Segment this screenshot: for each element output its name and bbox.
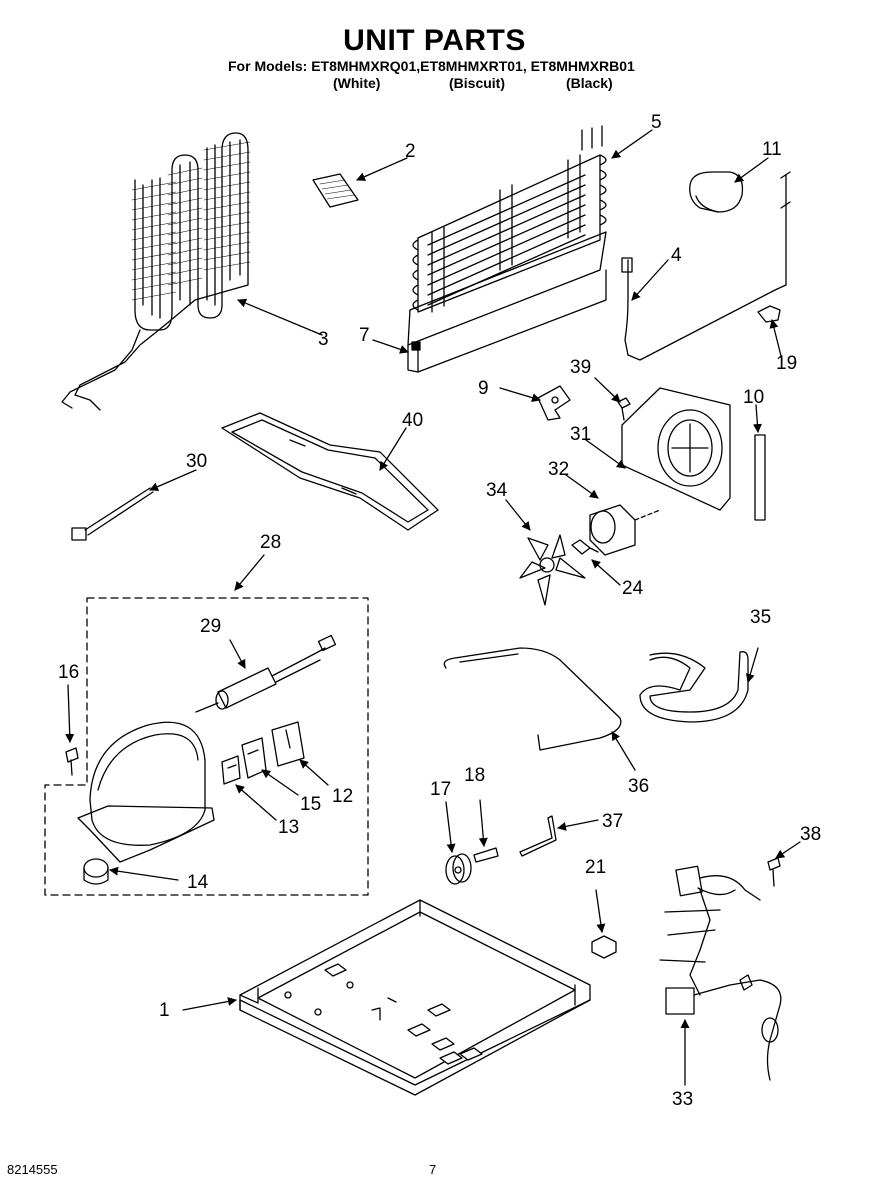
tube-36-part (443, 647, 622, 751)
color-black-label: (Black) (566, 75, 613, 91)
callout-18: 18 (464, 765, 485, 786)
callout-24: 24 (622, 578, 644, 599)
callout-13: 13 (278, 817, 299, 838)
roller-17-part (445, 853, 472, 885)
drier-part (195, 634, 337, 713)
callout-37: 37 (602, 811, 623, 832)
callout-35: 35 (750, 607, 771, 628)
callout-16: 16 (58, 662, 79, 683)
document-number: 8214555 (7, 1162, 58, 1177)
callout-1: 1 (159, 1000, 170, 1021)
callout-15: 15 (300, 794, 321, 815)
tube-36-inner (459, 653, 519, 663)
page-title: UNIT PARTS (343, 24, 526, 57)
pin-18-part (473, 847, 499, 863)
screw-39-part (617, 397, 631, 421)
clip-13-part (221, 755, 241, 785)
callout-10: 10 (743, 387, 764, 408)
models-line: For Models: ET8MHMXRQ01,ET8MHMXRT01, ET8… (228, 58, 635, 74)
callout-labels: 1 2 3 4 5 7 9 10 11 12 13 14 15 16 17 18… (58, 112, 821, 1110)
callout-12: 12 (332, 786, 353, 807)
color-biscuit-label: (Biscuit) (449, 75, 505, 91)
fan-shroud-part (621, 387, 731, 511)
overload-15-part (241, 737, 267, 779)
callout-36: 36 (628, 776, 649, 797)
compressor-part (77, 721, 215, 885)
callout-28: 28 (260, 532, 281, 553)
callout-29: 29 (200, 616, 221, 637)
color-white-label: (White) (333, 75, 381, 91)
tube-35-part (639, 651, 749, 723)
defrost-thermostat-part (621, 171, 791, 361)
nut-24-part (571, 539, 599, 555)
callout-19: 19 (776, 353, 797, 374)
callout-38: 38 (800, 824, 821, 845)
callout-30: 30 (186, 451, 207, 472)
fan-motor-part (589, 504, 661, 556)
callout-7: 7 (359, 325, 370, 346)
nut-21-part (591, 935, 617, 959)
screw-38-part (767, 857, 781, 887)
fan-blade-part (519, 534, 586, 606)
relay-12-part (271, 721, 305, 767)
cover-part (689, 171, 744, 213)
leader-arrows (65, 129, 801, 1086)
pad-part (312, 173, 359, 208)
kit-28-boundary (44, 597, 369, 896)
page-number: 7 (429, 1162, 437, 1177)
callout-40: 40 (402, 410, 423, 431)
bracket-part (537, 385, 571, 421)
callout-39: 39 (570, 357, 591, 378)
callout-32: 32 (548, 459, 569, 480)
drain-pan-part (221, 412, 439, 531)
cable-tie-part (71, 487, 154, 541)
callout-17: 17 (430, 779, 451, 800)
condenser-coil-part (61, 132, 251, 411)
callout-9: 9 (478, 378, 489, 399)
callout-3: 3 (318, 329, 329, 350)
callout-5: 5 (651, 112, 662, 133)
wire-harness-part (659, 865, 782, 1081)
callout-34: 34 (486, 480, 508, 501)
callout-11: 11 (762, 139, 782, 160)
callout-31: 31 (570, 424, 591, 445)
bolt-16-part (65, 747, 79, 776)
evaporator-part (412, 125, 607, 313)
callout-14: 14 (187, 872, 209, 893)
base-frame-part (239, 899, 591, 1096)
callout-2: 2 (405, 141, 416, 162)
callout-33: 33 (672, 1089, 693, 1110)
callout-21: 21 (585, 857, 606, 878)
callout-4: 4 (671, 245, 682, 266)
strip-part (754, 434, 766, 521)
tube-37-part (519, 815, 557, 857)
drain-trough-part (407, 231, 607, 373)
